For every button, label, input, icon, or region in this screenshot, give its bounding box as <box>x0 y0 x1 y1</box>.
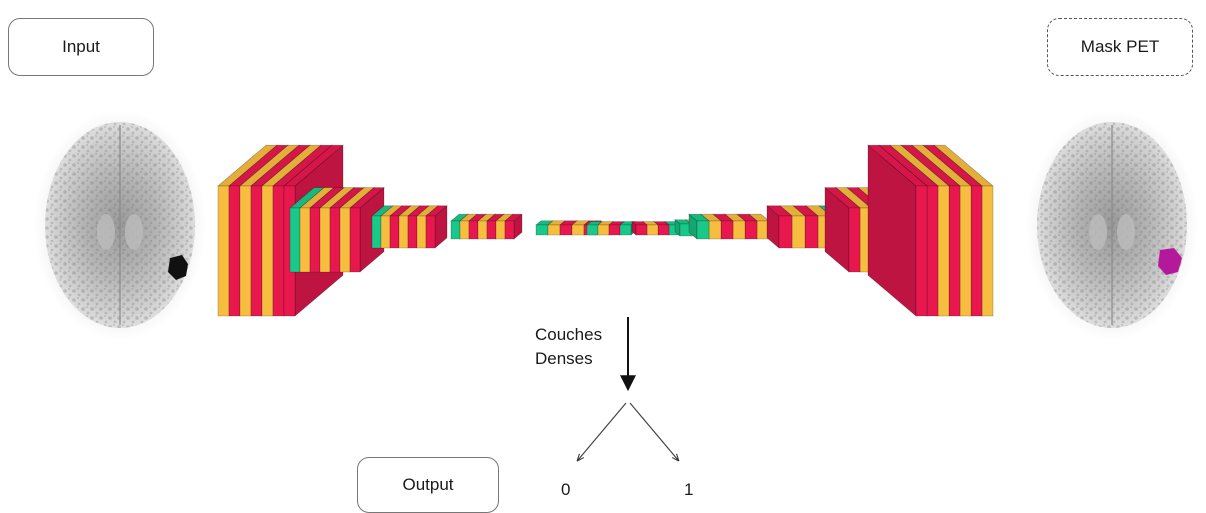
encoder-5-slab-2-front <box>608 224 621 236</box>
branch-to-0 <box>578 402 627 460</box>
encoder-1-slab-0-front <box>289 207 301 273</box>
encoder-3-slab-5-front <box>495 220 506 240</box>
encoder-3-slab-1-front <box>459 220 470 240</box>
decoder-5-slab-2-front <box>937 185 950 317</box>
encoder-1-slab-2-front <box>309 207 321 273</box>
encoder-2-slab-5-front <box>416 215 427 249</box>
encoder-5-slab-0-front <box>586 224 599 236</box>
decoder-0-slab-1-front <box>646 224 659 236</box>
encoder-0-slab-1-front <box>228 185 241 317</box>
decoder-5-slab-6-front <box>981 185 994 317</box>
encoder-2-slab-2-front <box>389 215 400 249</box>
mask-lesion <box>1158 248 1182 275</box>
encoder-1-slab-3-front <box>319 207 331 273</box>
encoder-5-slab-1-front <box>597 224 610 236</box>
decoder-2-slab-3-front <box>732 220 746 240</box>
encoder-4-slab-0-front <box>535 224 549 236</box>
encoder-2-slab-3-front <box>398 215 409 249</box>
decoder-4-slab-0-front <box>848 207 861 273</box>
input-brain-image <box>34 110 206 340</box>
decoder-2-slab-0-front <box>696 220 710 240</box>
encoder-2-slab-0-front <box>371 215 382 249</box>
encoder-3-slab-6-front <box>504 220 515 240</box>
decoder-3-slab-1-front <box>791 215 806 249</box>
encoder-1-slab-6-front <box>349 207 361 273</box>
input-lesion <box>168 255 188 280</box>
dense-layers-label: Couches Denses <box>535 323 625 371</box>
mask-pet-label-box: Mask PET <box>1047 18 1193 76</box>
encoder-3-slab-4-front <box>486 220 497 240</box>
decoder-1-slab-0-front <box>679 223 692 237</box>
decoder-2-slab-1-front <box>708 220 722 240</box>
mask-pet-label: Mask PET <box>1080 37 1160 56</box>
encoder-3-slab-2-front <box>468 220 479 240</box>
network-layers <box>217 144 994 317</box>
encoder-3-slab-3-front <box>477 220 488 240</box>
branch-to-1 <box>629 402 678 460</box>
decoder-5-slab-5-front <box>970 185 983 317</box>
encoder-0-slab-5-front <box>272 185 285 317</box>
encoder-1-slab-5-front <box>339 207 351 273</box>
dense-label-line1: Couches <box>535 325 603 344</box>
decoder-2-slab-2-front <box>720 220 734 240</box>
encoder-0-slab-0-front <box>217 185 230 317</box>
decoder-2-slab-4-front <box>744 220 758 240</box>
encoder-0-slab-2-front <box>239 185 252 317</box>
encoder-1-slab-4-front <box>329 207 341 273</box>
encoder-2-slab-4-front <box>407 215 418 249</box>
output-label: Output <box>402 475 454 494</box>
encoder-0-slab-3-front <box>250 185 263 317</box>
decoder-0-slab-0-front <box>635 224 648 236</box>
encoder-2-slab-1-front <box>380 215 391 249</box>
decoder-5-slab-0-front <box>915 185 928 317</box>
class-0-label: 0 <box>561 480 571 499</box>
input-label-box: Input <box>8 18 154 76</box>
decoder-3-slab-2-front <box>804 215 819 249</box>
encoder-4-slab-3-front <box>571 224 585 236</box>
dense-label-line2: Denses <box>535 349 593 368</box>
encoder-1-slab-1-front <box>299 207 311 273</box>
class-1-label: 1 <box>684 480 694 499</box>
encoder-0-slab-4-front <box>261 185 274 317</box>
output-label-box: Output <box>357 457 499 513</box>
encoder-4-slab-1-front <box>547 224 561 236</box>
encoder-2-slab-6-front <box>425 215 436 249</box>
decoder-5-slab-1-front <box>926 185 939 317</box>
encoder-3-slab-0-front <box>450 220 461 240</box>
decoder-5-slab-3-front <box>948 185 961 317</box>
encoder-5-slab-3-front <box>619 224 632 236</box>
mask-pet-brain-image <box>1026 110 1198 340</box>
encoder-4-slab-2-front <box>559 224 573 236</box>
decoder-3-slab-0-front <box>778 215 793 249</box>
decoder-5-slab-4-front <box>959 185 972 317</box>
input-label: Input <box>62 37 100 56</box>
decoder-0-slab-2-front <box>657 224 670 236</box>
